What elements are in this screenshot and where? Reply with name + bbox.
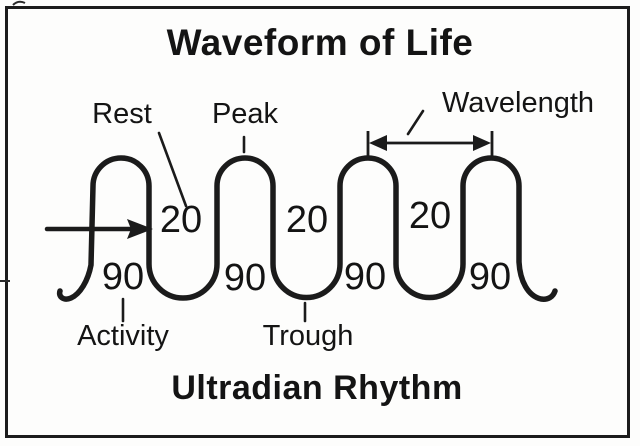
flow-arrow-icon xyxy=(44,219,153,239)
rest-duration-value: 20 xyxy=(285,199,329,241)
wavelength-label: Wavelength xyxy=(441,87,595,119)
trough-label: Trough xyxy=(262,320,354,352)
activity-duration-value: 90 xyxy=(468,256,512,298)
waveform-path xyxy=(56,155,558,302)
rest-duration-value: 20 xyxy=(159,199,203,241)
wavelength-pointer-line xyxy=(406,109,425,136)
scan-artifact-topleft xyxy=(12,0,26,6)
activity-label: Activity xyxy=(77,320,169,352)
rest-pointer-line xyxy=(157,131,188,208)
rest-duration-value: 20 xyxy=(408,195,452,237)
activity-duration-value: 90 xyxy=(223,257,267,299)
activity-duration-value: 90 xyxy=(101,256,145,298)
peak-label: Peak xyxy=(211,98,279,130)
diagram-subtitle: Ultradian Rhythm xyxy=(171,369,463,407)
activity-duration-value: 90 xyxy=(343,256,387,298)
diagram-title: Waveform of Life xyxy=(166,22,474,63)
wavelength-arrow-icon xyxy=(366,131,494,157)
rest-label: Rest xyxy=(92,98,152,130)
diagram-border xyxy=(5,6,630,438)
